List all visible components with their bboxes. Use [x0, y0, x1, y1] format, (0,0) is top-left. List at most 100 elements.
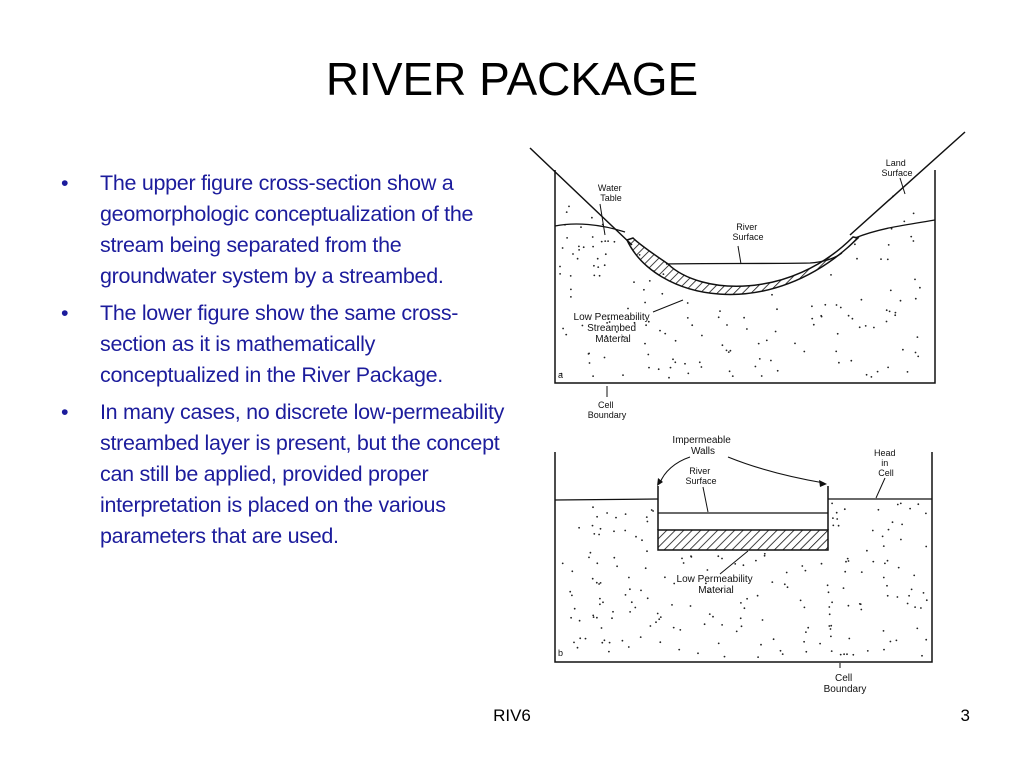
soil-dot: [776, 308, 778, 311]
soil-dot: [684, 362, 686, 365]
soil-dot: [687, 372, 690, 375]
soil-dot: [559, 273, 561, 275]
figure-b-arrowheads: [657, 478, 827, 487]
soil-dot: [721, 557, 723, 560]
soil-dot: [697, 652, 699, 655]
figure-a-panel-label: a: [558, 370, 563, 380]
soil-dot: [596, 562, 599, 565]
figure-a-land-surface-label: Land Surface: [881, 158, 912, 178]
soil-dot: [912, 240, 915, 242]
soil-dot: [578, 526, 580, 529]
figure-a-leader-lines: [599, 177, 906, 397]
figure-a-water-table-label: Water Table: [598, 183, 624, 203]
soil-dot: [835, 350, 838, 353]
soil-dot: [829, 628, 832, 630]
soil-dot: [572, 253, 574, 255]
soil-dot: [835, 304, 838, 306]
soil-dot: [844, 570, 847, 573]
soil-dot: [629, 588, 631, 591]
soil-dot: [884, 562, 886, 565]
soil-dot: [613, 240, 616, 243]
soil-dot: [561, 562, 564, 565]
soil-dot: [827, 591, 830, 594]
soil-dot: [668, 376, 670, 379]
soil-dot: [605, 335, 608, 337]
soil-dot: [873, 326, 875, 329]
soil-dot: [570, 288, 572, 291]
soil-dot: [674, 339, 677, 342]
soil-dot: [647, 353, 650, 356]
soil-dot: [866, 549, 868, 552]
soil-dot: [599, 597, 601, 600]
footer-label: RIV6: [493, 706, 531, 725]
soil-dot: [913, 574, 916, 577]
soil-dot: [858, 326, 861, 329]
soil-dot: [579, 637, 582, 640]
soil-dot: [571, 594, 573, 597]
soil-dot: [882, 545, 885, 547]
soil-dot: [596, 257, 599, 260]
soil-dot: [641, 539, 643, 542]
soil-dot: [613, 530, 615, 533]
soil-dot: [804, 569, 807, 572]
soil-dot: [573, 607, 576, 610]
figure-a-streambed-label: Low Permeability Streambed Material: [574, 312, 653, 345]
soil-dot: [807, 626, 810, 629]
soil-dot: [889, 289, 892, 292]
soil-dot: [832, 524, 835, 527]
soil-dot: [591, 216, 593, 219]
figure-b-low-permeability-label: Low Permeability Material: [677, 574, 756, 596]
bullet-marker: •: [61, 171, 69, 195]
soil-dot: [897, 566, 900, 569]
soil-dot: [877, 508, 880, 511]
soil-dot: [645, 324, 647, 327]
soil-dot: [723, 655, 726, 658]
soil-dot: [634, 606, 637, 609]
figure-a-cell-boundary-label: Cell Boundary: [588, 400, 627, 420]
soil-dot: [765, 339, 768, 342]
soil-dot: [921, 654, 923, 657]
soil-dot: [656, 612, 659, 615]
soil-dot: [600, 627, 603, 629]
soil-dot: [591, 236, 594, 238]
soil-dot: [920, 607, 922, 609]
soil-dot: [581, 324, 584, 327]
soil-dot: [922, 592, 925, 594]
soil-dot: [720, 589, 722, 592]
soil-dot: [664, 332, 667, 335]
soil-dot: [901, 523, 903, 526]
figure-b-cross-section: Impermeable Walls River Surface Head in …: [554, 435, 933, 695]
soil-dot: [882, 576, 885, 579]
soil-dot: [899, 502, 902, 505]
soil-dot: [565, 211, 568, 214]
soil-dot: [895, 639, 898, 642]
soil-dot: [599, 582, 602, 584]
figure-a-cell-boundary-box: [554, 170, 936, 384]
soil-dot: [560, 372, 563, 375]
soil-dot: [648, 280, 651, 282]
soil-dot: [655, 621, 657, 624]
soil-dot: [847, 560, 850, 562]
soil-dot: [707, 591, 710, 593]
soil-dot: [578, 619, 581, 622]
soil-dot: [803, 350, 806, 353]
soil-dot: [708, 613, 711, 615]
soil-dot: [592, 375, 594, 377]
soil-dot: [894, 311, 897, 314]
slide-title: RIVER PACKAGE: [325, 53, 699, 105]
figure-b-leader-lines: [702, 477, 886, 668]
soil-dot: [681, 557, 683, 560]
soil-dot: [925, 545, 928, 548]
soil-dot: [760, 375, 763, 377]
soil-dot: [601, 641, 604, 644]
soil-dot: [573, 641, 575, 644]
soil-dot: [860, 608, 863, 611]
soil-dot: [717, 316, 720, 319]
soil-dot: [608, 641, 611, 644]
soil-dot: [604, 240, 607, 243]
soil-dot: [846, 557, 849, 560]
soil-dot: [756, 594, 759, 597]
soil-dot: [850, 359, 853, 362]
soil-dot: [650, 509, 653, 511]
soil-dot: [624, 529, 627, 532]
